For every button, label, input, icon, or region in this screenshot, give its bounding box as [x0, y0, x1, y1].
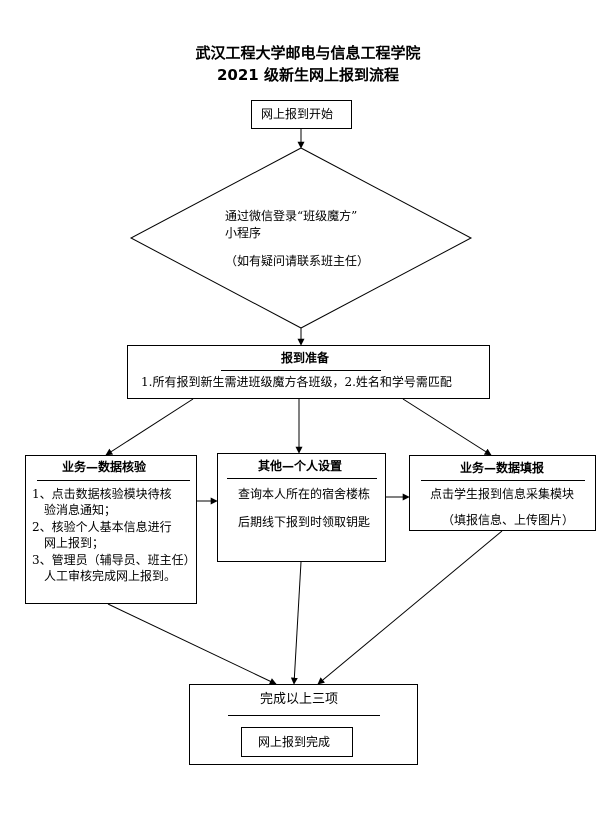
arrow-prepare-to-fill [402, 398, 492, 456]
arrow-verify-to-complete [107, 603, 277, 685]
verify-item-line-2: 验消息通知； [44, 503, 117, 517]
verify-box [25, 455, 197, 604]
fill-line-1: 点击学生报到信息采集模块 [430, 487, 575, 501]
prepare-text: 1.所有报到新生需进班级魔方各班级，2.姓名和学号需匹配 [141, 375, 452, 389]
fill-box [409, 455, 596, 531]
arrow-fill-to-complete [317, 530, 503, 685]
complete-title: 完成以上三项 [260, 692, 339, 707]
start-box [251, 100, 352, 129]
page-subtitle: 2021 级新生网上报到流程 [217, 66, 399, 84]
complete-title-underline [228, 715, 380, 716]
prepare-box [127, 345, 490, 399]
fill-title-underline [421, 480, 585, 481]
verify-title: 业务—数据核验 [62, 460, 147, 474]
start-label: 网上报到开始 [261, 107, 334, 121]
decision-diamond [129, 147, 473, 329]
verify-item-line-2: 网上报到； [44, 536, 105, 550]
fill-title: 业务—数据填报 [460, 461, 545, 475]
page-title: 武汉工程大学邮电与信息工程学院 [195, 44, 421, 62]
decision-line-1: 通过微信登录“班级魔方” [225, 209, 358, 223]
verify-item-line-1: 2、核验个人基本信息进行 [32, 520, 172, 534]
verify-title-underline [37, 480, 190, 481]
arrow-prepare-to-verify [105, 398, 194, 456]
other-line-1: 查询本人所在的宿舍楼栋 [238, 487, 371, 501]
fill-line-2: （填报信息、上传图片） [442, 513, 575, 527]
prepare-title-underline [221, 370, 381, 371]
other-box [217, 453, 386, 562]
verify-item-line-2: 人工审核完成网上报到。 [44, 569, 177, 583]
verify-item-line-1: 3、管理员（辅导员、班主任） [32, 553, 196, 567]
decision-line-3: （如有疑问请联系班主任） [225, 254, 370, 268]
decision-line-2: 小程序 [225, 226, 262, 240]
done-box [241, 727, 353, 757]
other-title-underline [227, 478, 377, 479]
arrow-other-to-complete [290, 561, 302, 685]
done-label: 网上报到完成 [258, 735, 331, 749]
verify-item-line-1: 1、点击数据核验模块待核 [32, 487, 172, 501]
prepare-title: 报到准备 [281, 351, 330, 365]
other-title: 其他—个人设置 [258, 459, 343, 473]
other-line-2: 后期线下报到时领取钥匙 [238, 515, 371, 529]
